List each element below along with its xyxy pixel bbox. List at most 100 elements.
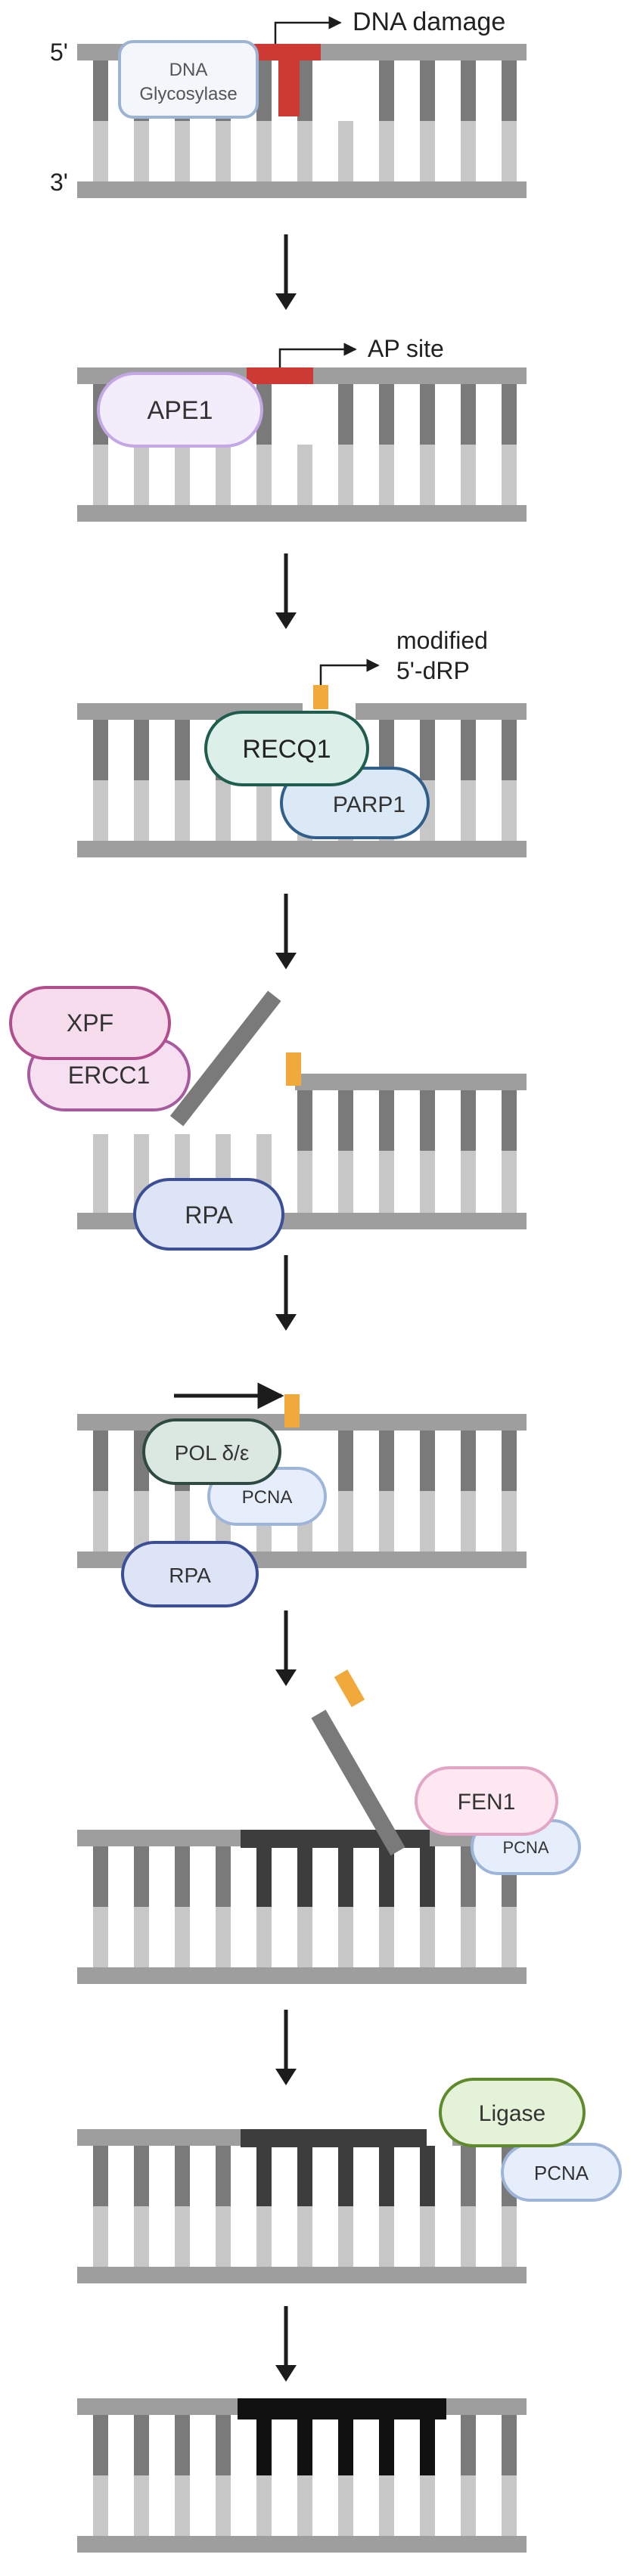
base-bottom	[134, 1491, 149, 1551]
base-bottom	[216, 2475, 231, 2536]
base-bottom	[175, 1491, 190, 1551]
base-bottom	[256, 121, 272, 181]
protein-label: RPA	[169, 1564, 211, 1587]
base-bottom	[420, 1151, 435, 1213]
base-top	[93, 2146, 108, 2206]
base-stub	[175, 1134, 190, 1149]
protein-label: PARP1	[333, 792, 405, 817]
base-bottom	[134, 121, 149, 181]
base-bottom	[134, 2475, 149, 2536]
base-top	[461, 1431, 476, 1491]
base-bottom	[338, 2206, 353, 2267]
base-bottom	[134, 445, 149, 505]
base-bottom	[502, 1151, 517, 1213]
step-arrows	[275, 234, 297, 2382]
callout-label: modified	[396, 627, 488, 654]
base-top	[420, 2146, 435, 2206]
base-bottom	[502, 2475, 517, 2536]
base-bottom	[175, 121, 190, 181]
base-bottom	[297, 445, 312, 505]
base-top	[461, 2146, 476, 2206]
protein-label-line: Glycosylase	[139, 84, 237, 104]
base-bottom	[502, 2206, 517, 2267]
step-arrow	[275, 1255, 297, 1331]
ap-site-gap	[284, 386, 295, 442]
strand-bottom	[77, 181, 527, 198]
strand-bottom	[77, 2536, 527, 2553]
base-bottom	[420, 1491, 435, 1551]
base-top	[379, 2415, 394, 2475]
base-bottom	[175, 2475, 190, 2536]
base-top	[420, 60, 435, 121]
base-bottom	[379, 1491, 394, 1551]
base-bottom	[338, 1151, 353, 1213]
strand-bottom	[77, 505, 527, 522]
base-bottom	[93, 1491, 108, 1551]
base-bottom	[461, 1907, 476, 1967]
new-dna-strand	[241, 2129, 427, 2147]
base-top	[134, 2146, 149, 2206]
base-top	[134, 1846, 149, 1907]
base-top	[461, 1090, 476, 1151]
step-7-ligase: PCNA Ligase	[77, 2078, 622, 2283]
base-bottom	[175, 445, 190, 505]
protein-label: POL δ/ε	[175, 1441, 250, 1465]
strand-top	[77, 1414, 527, 1431]
base-top	[93, 720, 108, 780]
base-bottom	[461, 2475, 476, 2536]
base-top	[379, 60, 394, 121]
base-stub	[93, 1134, 108, 1149]
rpa-protein	[133, 1178, 284, 1251]
base-top	[175, 720, 190, 780]
protein-label: FEN1	[458, 1790, 516, 1815]
base-top	[256, 60, 272, 121]
step-6-fen1: PCNA FEN1	[77, 1669, 581, 1984]
base-bottom	[379, 1151, 394, 1213]
strand-bottom	[77, 1967, 527, 1984]
callout-arrow	[274, 16, 342, 44]
strand-top-right	[295, 1074, 527, 1090]
protein-label: RPA	[185, 1201, 233, 1229]
base-top	[297, 60, 312, 121]
base-bottom	[461, 1151, 476, 1213]
base-top	[175, 2146, 190, 2206]
base-top	[216, 2146, 231, 2206]
base-top	[502, 1090, 517, 1151]
base-bottom	[297, 121, 312, 181]
base-bottom	[338, 445, 353, 505]
protein-label: ERCC1	[68, 1062, 150, 1089]
dna-duplex	[77, 1830, 527, 1984]
base-bottom	[420, 2475, 435, 2536]
dna-glycosylase-protein	[118, 40, 259, 119]
protein-label: Ligase	[479, 2101, 545, 2126]
recq1-protein	[204, 711, 369, 786]
step-1-dna-damage: DNA damage DNA Glycosylase	[77, 8, 527, 198]
base-bottom	[461, 445, 476, 505]
base-top	[461, 2415, 476, 2475]
base-bottom	[216, 121, 231, 181]
drp-flap	[313, 685, 328, 709]
base-top	[379, 1090, 394, 1151]
base-bottom	[134, 780, 149, 841]
base-stub	[256, 1134, 272, 1149]
base-top	[338, 384, 353, 445]
base-top	[93, 1846, 108, 1907]
base-top	[502, 1431, 517, 1491]
base-top	[297, 2146, 312, 2206]
base-bottom	[379, 2206, 394, 2267]
protein-label: APE1	[148, 396, 213, 425]
dna-duplex	[77, 2398, 527, 2553]
base-top	[134, 720, 149, 780]
base-bottom	[175, 780, 190, 841]
base-bottom	[93, 445, 108, 505]
base-top	[502, 384, 517, 445]
callout-arrow	[319, 659, 380, 685]
dna-duplex	[77, 367, 527, 522]
step-arrow	[275, 894, 297, 969]
pol-protein	[142, 1418, 281, 1485]
protein-label: RECQ1	[242, 735, 331, 764]
ligase-protein	[439, 2078, 586, 2147]
base-bottom	[338, 1491, 353, 1551]
base-top	[338, 2146, 353, 2206]
